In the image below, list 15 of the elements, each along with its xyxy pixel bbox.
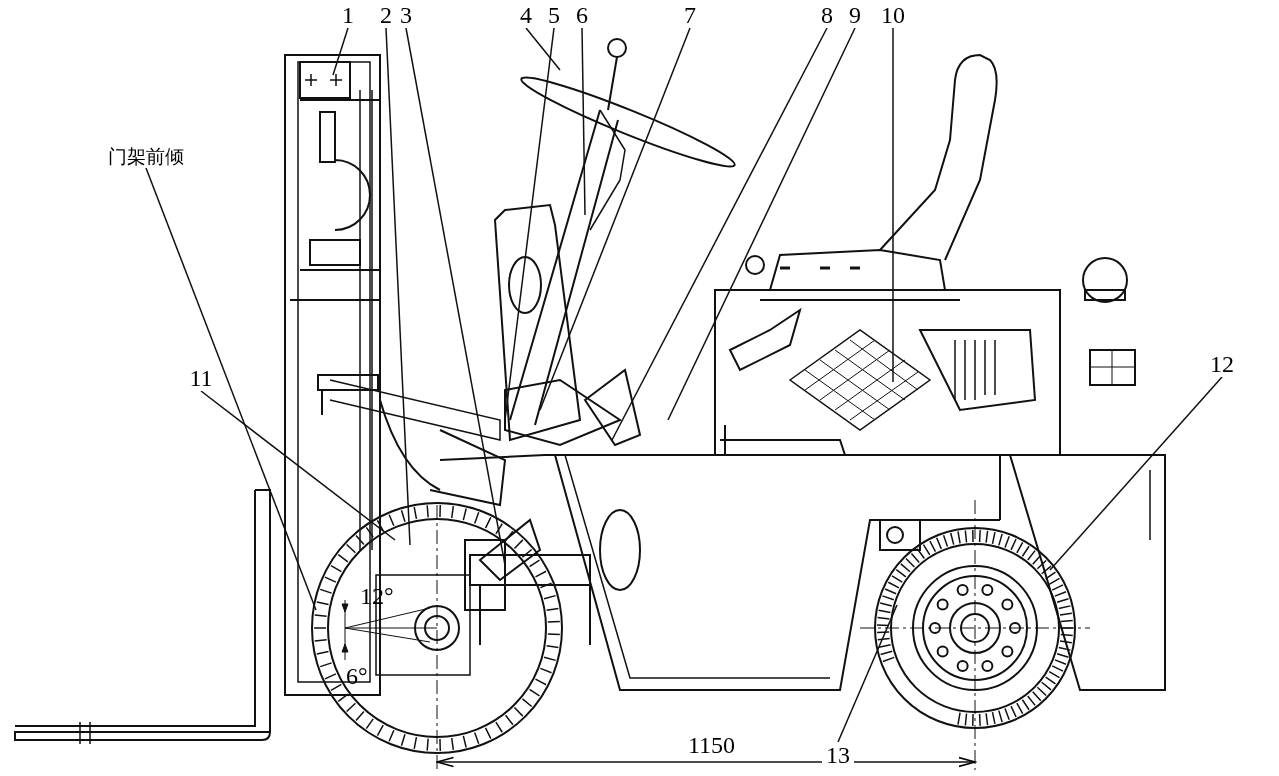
leader-line — [581, 27, 586, 216]
leader-line — [385, 27, 411, 546]
leader-line — [332, 27, 349, 76]
leader-line — [892, 27, 894, 383]
leader-line — [837, 604, 898, 743]
leader-line — [405, 27, 506, 566]
leader-line — [667, 27, 856, 421]
dimension-label: 1150 — [688, 733, 736, 757]
leader-line — [1049, 376, 1223, 571]
leader-line — [504, 27, 555, 421]
leader-line — [611, 27, 828, 441]
leader-line — [525, 27, 561, 71]
leader-line — [539, 27, 691, 411]
leader-line — [200, 390, 396, 541]
leader-line — [145, 167, 317, 611]
